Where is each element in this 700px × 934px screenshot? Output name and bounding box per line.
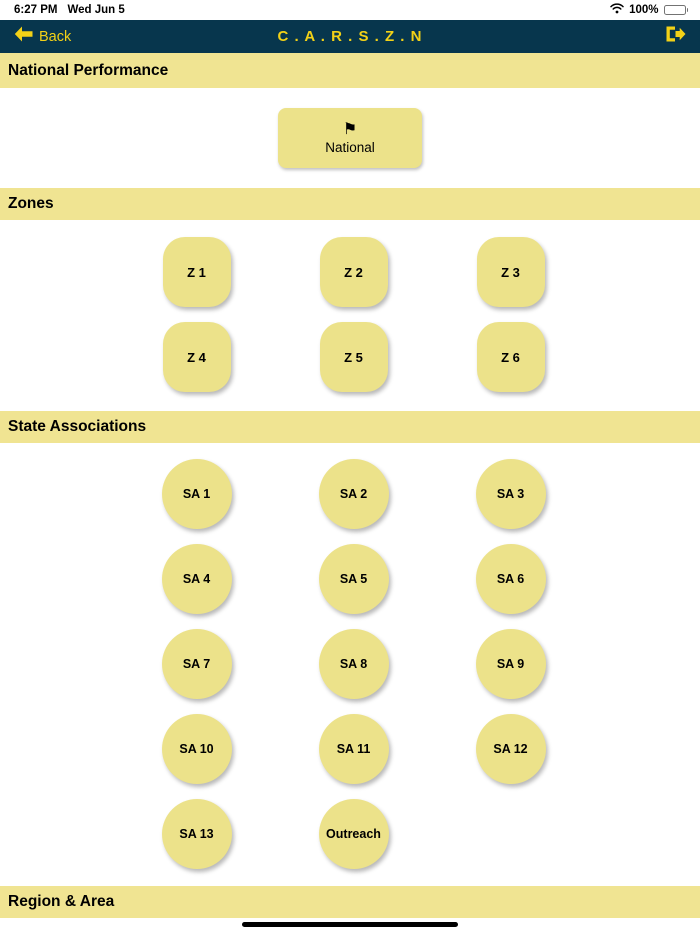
sa-button-10[interactable]: SA 10 [161,714,232,784]
zone-button-3[interactable]: Z 3 [476,237,545,307]
status-bar: 6:27 PM Wed Jun 5 100% [0,0,700,20]
status-right: 100% [610,3,688,17]
sa-button-12[interactable]: SA 12 [475,714,546,784]
navigation-bar: Back C . A . R . S . Z . N [0,20,700,53]
zone-button-2[interactable]: Z 2 [319,237,388,307]
back-label: Back [39,28,72,45]
logout-icon [665,25,686,48]
sa-button-6[interactable]: SA 6 [475,544,546,614]
zones-grid: Z 1 Z 2 Z 3 Z 4 Z 5 Z 6 [118,237,589,392]
battery-percent: 100% [629,4,659,16]
outreach-button[interactable]: Outreach [318,799,389,869]
zone-button-5[interactable]: Z 5 [319,322,388,392]
national-button[interactable]: ⚑ National [278,108,422,168]
zone-button-6[interactable]: Z 6 [476,322,545,392]
sa-button-1[interactable]: SA 1 [161,459,232,529]
section-header-state-associations: State Associations [0,411,700,443]
sa-button-4[interactable]: SA 4 [161,544,232,614]
home-indicator[interactable] [242,922,458,927]
flag-icon: ⚑ [342,119,358,138]
sa-button-3[interactable]: SA 3 [475,459,546,529]
battery-icon [663,5,688,15]
sa-button-2[interactable]: SA 2 [318,459,389,529]
sa-button-11[interactable]: SA 11 [318,714,389,784]
clock-time: 6:27 PM [14,4,58,16]
clock-date: Wed Jun 5 [67,4,125,16]
sa-button-9[interactable]: SA 9 [475,629,546,699]
back-arrow-icon [14,26,33,47]
sa-button-13[interactable]: SA 13 [161,799,232,869]
page-title: C . A . R . S . Z . N [277,28,423,45]
national-button-label: National [325,140,375,155]
section-header-zones: Zones [0,188,700,220]
zone-button-4[interactable]: Z 4 [162,322,231,392]
sa-button-8[interactable]: SA 8 [318,629,389,699]
logout-button[interactable] [665,25,686,48]
zone-button-1[interactable]: Z 1 [162,237,231,307]
state-associations-grid: SA 1 SA 2 SA 3 SA 4 SA 5 SA 6 SA 7 SA 8 … [118,459,589,869]
status-left: 6:27 PM Wed Jun 5 [14,4,125,16]
back-button[interactable]: Back [14,26,71,47]
sa-button-5[interactable]: SA 5 [318,544,389,614]
wifi-icon [610,3,624,17]
section-header-national-performance: National Performance [0,53,700,88]
section-header-region-area: Region & Area [0,886,700,918]
sa-button-7[interactable]: SA 7 [161,629,232,699]
